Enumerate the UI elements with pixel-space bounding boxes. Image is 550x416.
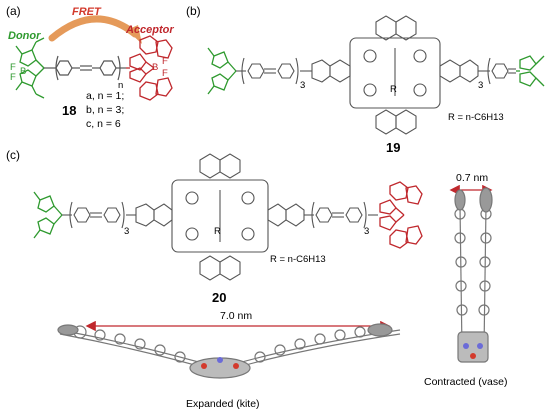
contracted-caption: Contracted (vase) (424, 376, 508, 388)
expanded-kite-model (57, 323, 401, 379)
acceptor-b: B (152, 62, 159, 73)
repeat-19-left: 3 (300, 80, 306, 91)
r-group-20: R (214, 226, 221, 237)
r-group-19: R (390, 84, 397, 95)
repeat-20-right: 3 (364, 226, 370, 237)
acceptor-label: Acceptor (126, 24, 174, 36)
donor-label: Donor (8, 30, 41, 42)
compound-19-structure (207, 15, 545, 135)
fret-arrow (48, 15, 139, 42)
acceptor-f1: F (162, 56, 168, 67)
repeat-20-left: 3 (124, 226, 130, 237)
r-definition-20: R = n-C6H13 (270, 254, 326, 265)
panel-label-c: (c) (6, 148, 20, 162)
panel-label-a: (a) (6, 4, 21, 18)
panel-label-b: (b) (186, 4, 201, 18)
expanded-caption: Expanded (kite) (186, 398, 260, 410)
acceptor-f2: F (162, 68, 168, 79)
series-b: b, n = 3; (86, 104, 125, 116)
compound-18-label: 18 (62, 103, 77, 118)
compound-20-structure (33, 153, 423, 281)
series-c: c, n = 6 (86, 118, 121, 130)
repeat-n-label: n (118, 80, 124, 91)
repeat-19-right: 3 (478, 80, 484, 91)
r-definition-19: R = n-C6H13 (448, 112, 504, 123)
width-label: 0.7 nm (456, 172, 489, 184)
compound-19-label: 19 (386, 140, 401, 155)
acceptor-bodipy-18 (126, 35, 173, 101)
length-label: 7.0 nm (220, 310, 253, 322)
donor-f1: F (10, 62, 16, 73)
compound-20-label: 20 (212, 290, 227, 305)
contracted-vase-model (454, 187, 493, 363)
linker-18 (44, 55, 126, 81)
fret-label: FRET (72, 6, 101, 18)
series-a: a, n = 1; (86, 90, 125, 102)
donor-bodipy-18 (15, 37, 45, 99)
donor-b: B (20, 66, 27, 77)
donor-f2: F (10, 72, 16, 83)
